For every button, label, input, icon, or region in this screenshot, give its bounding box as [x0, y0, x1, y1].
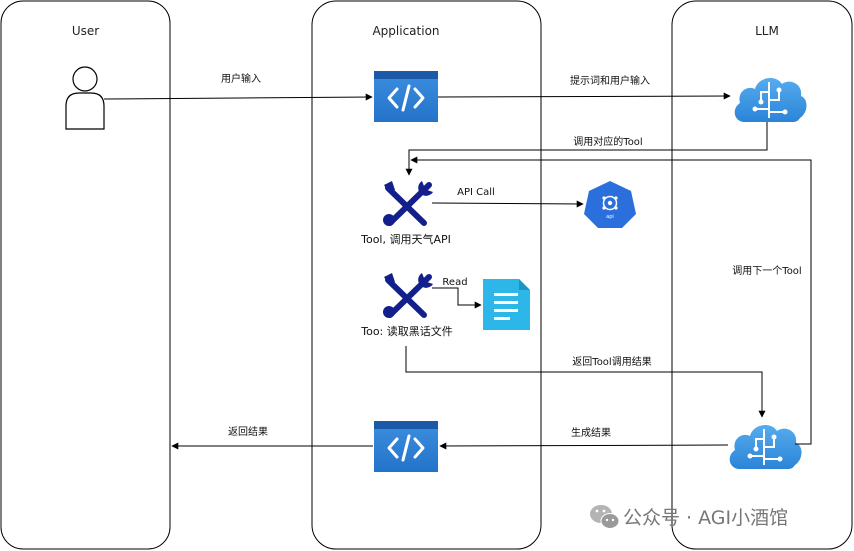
code-window-icon	[374, 71, 438, 122]
edge-read	[432, 287, 482, 309]
wrench-screwdriver-icon	[383, 273, 433, 318]
watermark-text: 公众号 · AGI小酒馆	[623, 507, 788, 529]
edges	[103, 92, 812, 450]
edge-label-generate-result: 生成结果	[571, 426, 611, 439]
ai-cloud-icon	[729, 424, 802, 469]
edge-prompt-and-input	[437, 92, 731, 100]
tool-label-slang-file: Too: 读取黑话文件	[360, 324, 453, 338]
api-hexagon-icon: api	[584, 181, 636, 228]
ai-cloud-icon	[734, 77, 807, 122]
document-icon	[483, 279, 530, 330]
code-window-icon	[374, 421, 438, 472]
edge-return-tool-result	[405, 346, 766, 418]
tool-label-weather: Tool, 调用天气API	[360, 232, 451, 246]
edge-call-next-tool	[410, 156, 812, 445]
edge-generate-result	[439, 442, 729, 450]
lane-title-application: Application	[372, 24, 439, 38]
edge-label-call-tool: 调用对应的Tool	[573, 135, 642, 148]
lane-llm: LLM	[671, 0, 853, 550]
lane-title-llm: LLM	[755, 24, 779, 38]
edge-user-input	[103, 93, 373, 101]
edge-call-tool	[405, 122, 768, 176]
lane-title-user: User	[72, 24, 99, 38]
lane-application: Application	[311, 0, 542, 550]
lane-user: User	[0, 0, 171, 550]
wrench-screwdriver-icon	[383, 181, 433, 226]
svg-text:api: api	[606, 214, 614, 220]
edge-label-prompt-and-input: 提示词和用户输入	[570, 74, 650, 87]
edge-label-call-next-tool: 调用下一个Tool	[732, 265, 801, 277]
edge-label-api-call: API Call	[457, 187, 495, 198]
edge-label-user-input: 用户输入	[221, 72, 261, 85]
edge-label-return-tool-result: 返回Tool调用结果	[572, 355, 651, 368]
person-icon	[65, 66, 105, 130]
edge-api-call	[431, 200, 584, 208]
edge-label-return-result: 返回结果	[228, 425, 268, 438]
edge-label-read: Read	[442, 277, 467, 288]
wechat-icon	[590, 505, 620, 529]
